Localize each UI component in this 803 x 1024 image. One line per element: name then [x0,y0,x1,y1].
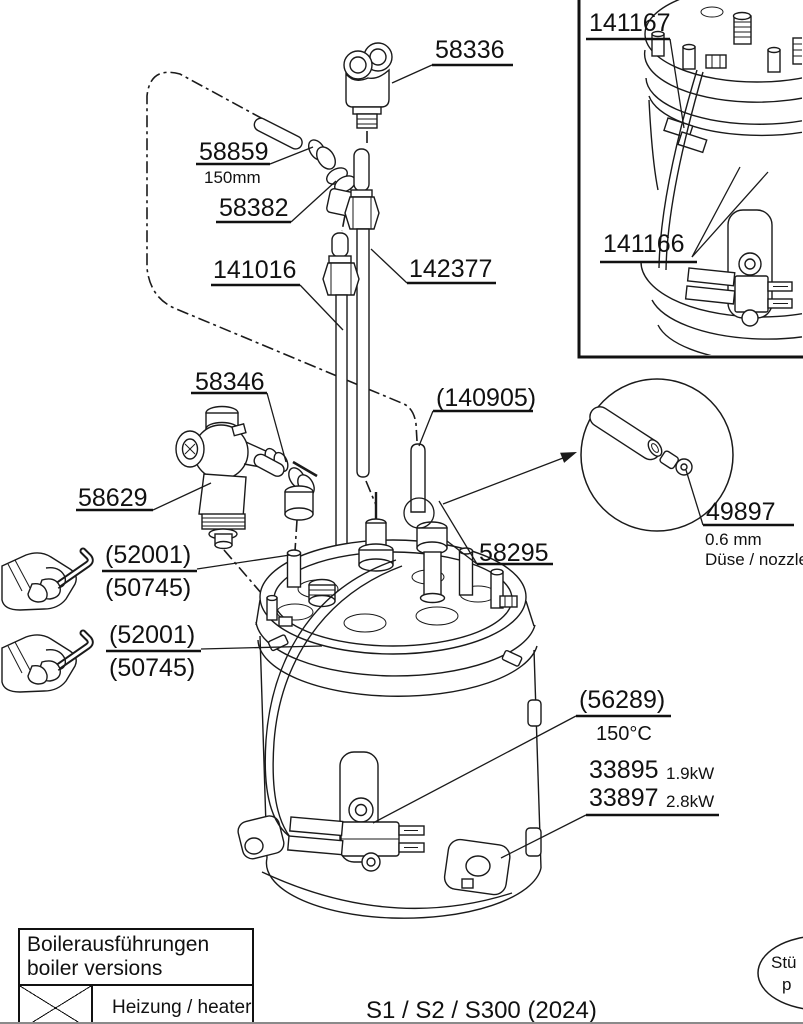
callout-56289-temp: 150°C [596,723,652,745]
table-header-de: Boilerausführungen [27,933,210,956]
heater-cell: Heizung / heater [112,997,252,1018]
callout-58346: 58346 [195,368,265,396]
crossed-cell [20,986,93,1024]
callout-141016: 141016 [213,256,297,284]
arrow-pointer [442,452,577,505]
y-connector-58336-drawing [343,42,393,147]
callout-49897: 49897 [706,498,776,526]
callout-52001-bottom: (52001) [109,621,196,649]
callout-50745-bottom: (50745) [109,654,196,682]
callout-142377: 142377 [409,255,493,283]
callout-58295: 58295 [479,539,549,567]
pieces-badge-ellipse [757,936,803,1010]
callout-52001-top: (52001) [105,541,192,569]
tube-141016-drawing [322,232,360,554]
tube-142377-drawing [344,148,380,506]
valve-58629-drawing [175,405,289,595]
inset-panel-frame [577,0,803,359]
pieces-badge-line2: p [782,975,792,994]
callout-33897-power: 2.8kW [666,792,715,811]
callout-58859: 58859 [199,138,269,166]
pieces-badge-line1: Stü [771,953,797,972]
hose-58859-drawing [253,117,336,170]
table-header-en: boiler versions [27,957,163,981]
hand-tool-icon [1,547,94,611]
callout-58629: 58629 [78,484,148,512]
nozzle-detail-circle [580,378,734,532]
model-version-text: S1 / S2 / S300 (2024) [366,997,597,1024]
callout-58859-note: 150mm [204,168,261,187]
callout-141167: 141167 [589,9,671,37]
callout-58336: 58336 [435,36,505,64]
callout-140905: (140905) [436,384,537,412]
outlet-elbow-drawing [284,460,318,552]
hand-tool-icon [1,629,94,693]
callout-33895-power: 1.9kW [666,764,715,783]
table-row: Heizung / heater [20,986,252,1024]
tube-140905-drawing [410,443,426,513]
callout-49897-name: Düse / nozzle [705,550,803,569]
table-header: Boilerausführungen boiler versions [20,930,252,986]
callout-56289: (56289) [579,686,666,714]
inset-lid-studs [651,11,802,73]
callout-141166: 141166 [603,230,685,258]
callout-33895: 33895 [589,756,659,784]
hose-routing-line [146,71,418,442]
inset-boiler-drawing [640,0,802,355]
callout-58382: 58382 [219,194,289,222]
boiler-versions-table: Boilerausführungen boiler versions Heizu… [18,928,254,1024]
highlight-circle [403,497,435,529]
bottom-edge-line [0,1022,803,1024]
fitting-58346-drawing [253,453,285,477]
callout-49897-size: 0.6 mm [705,530,762,549]
callout-50745-top: (50745) [105,574,192,602]
callout-33897: 33897 [589,784,659,812]
callout-leader-lines [76,37,794,859]
boiler-body-drawing [237,492,542,919]
